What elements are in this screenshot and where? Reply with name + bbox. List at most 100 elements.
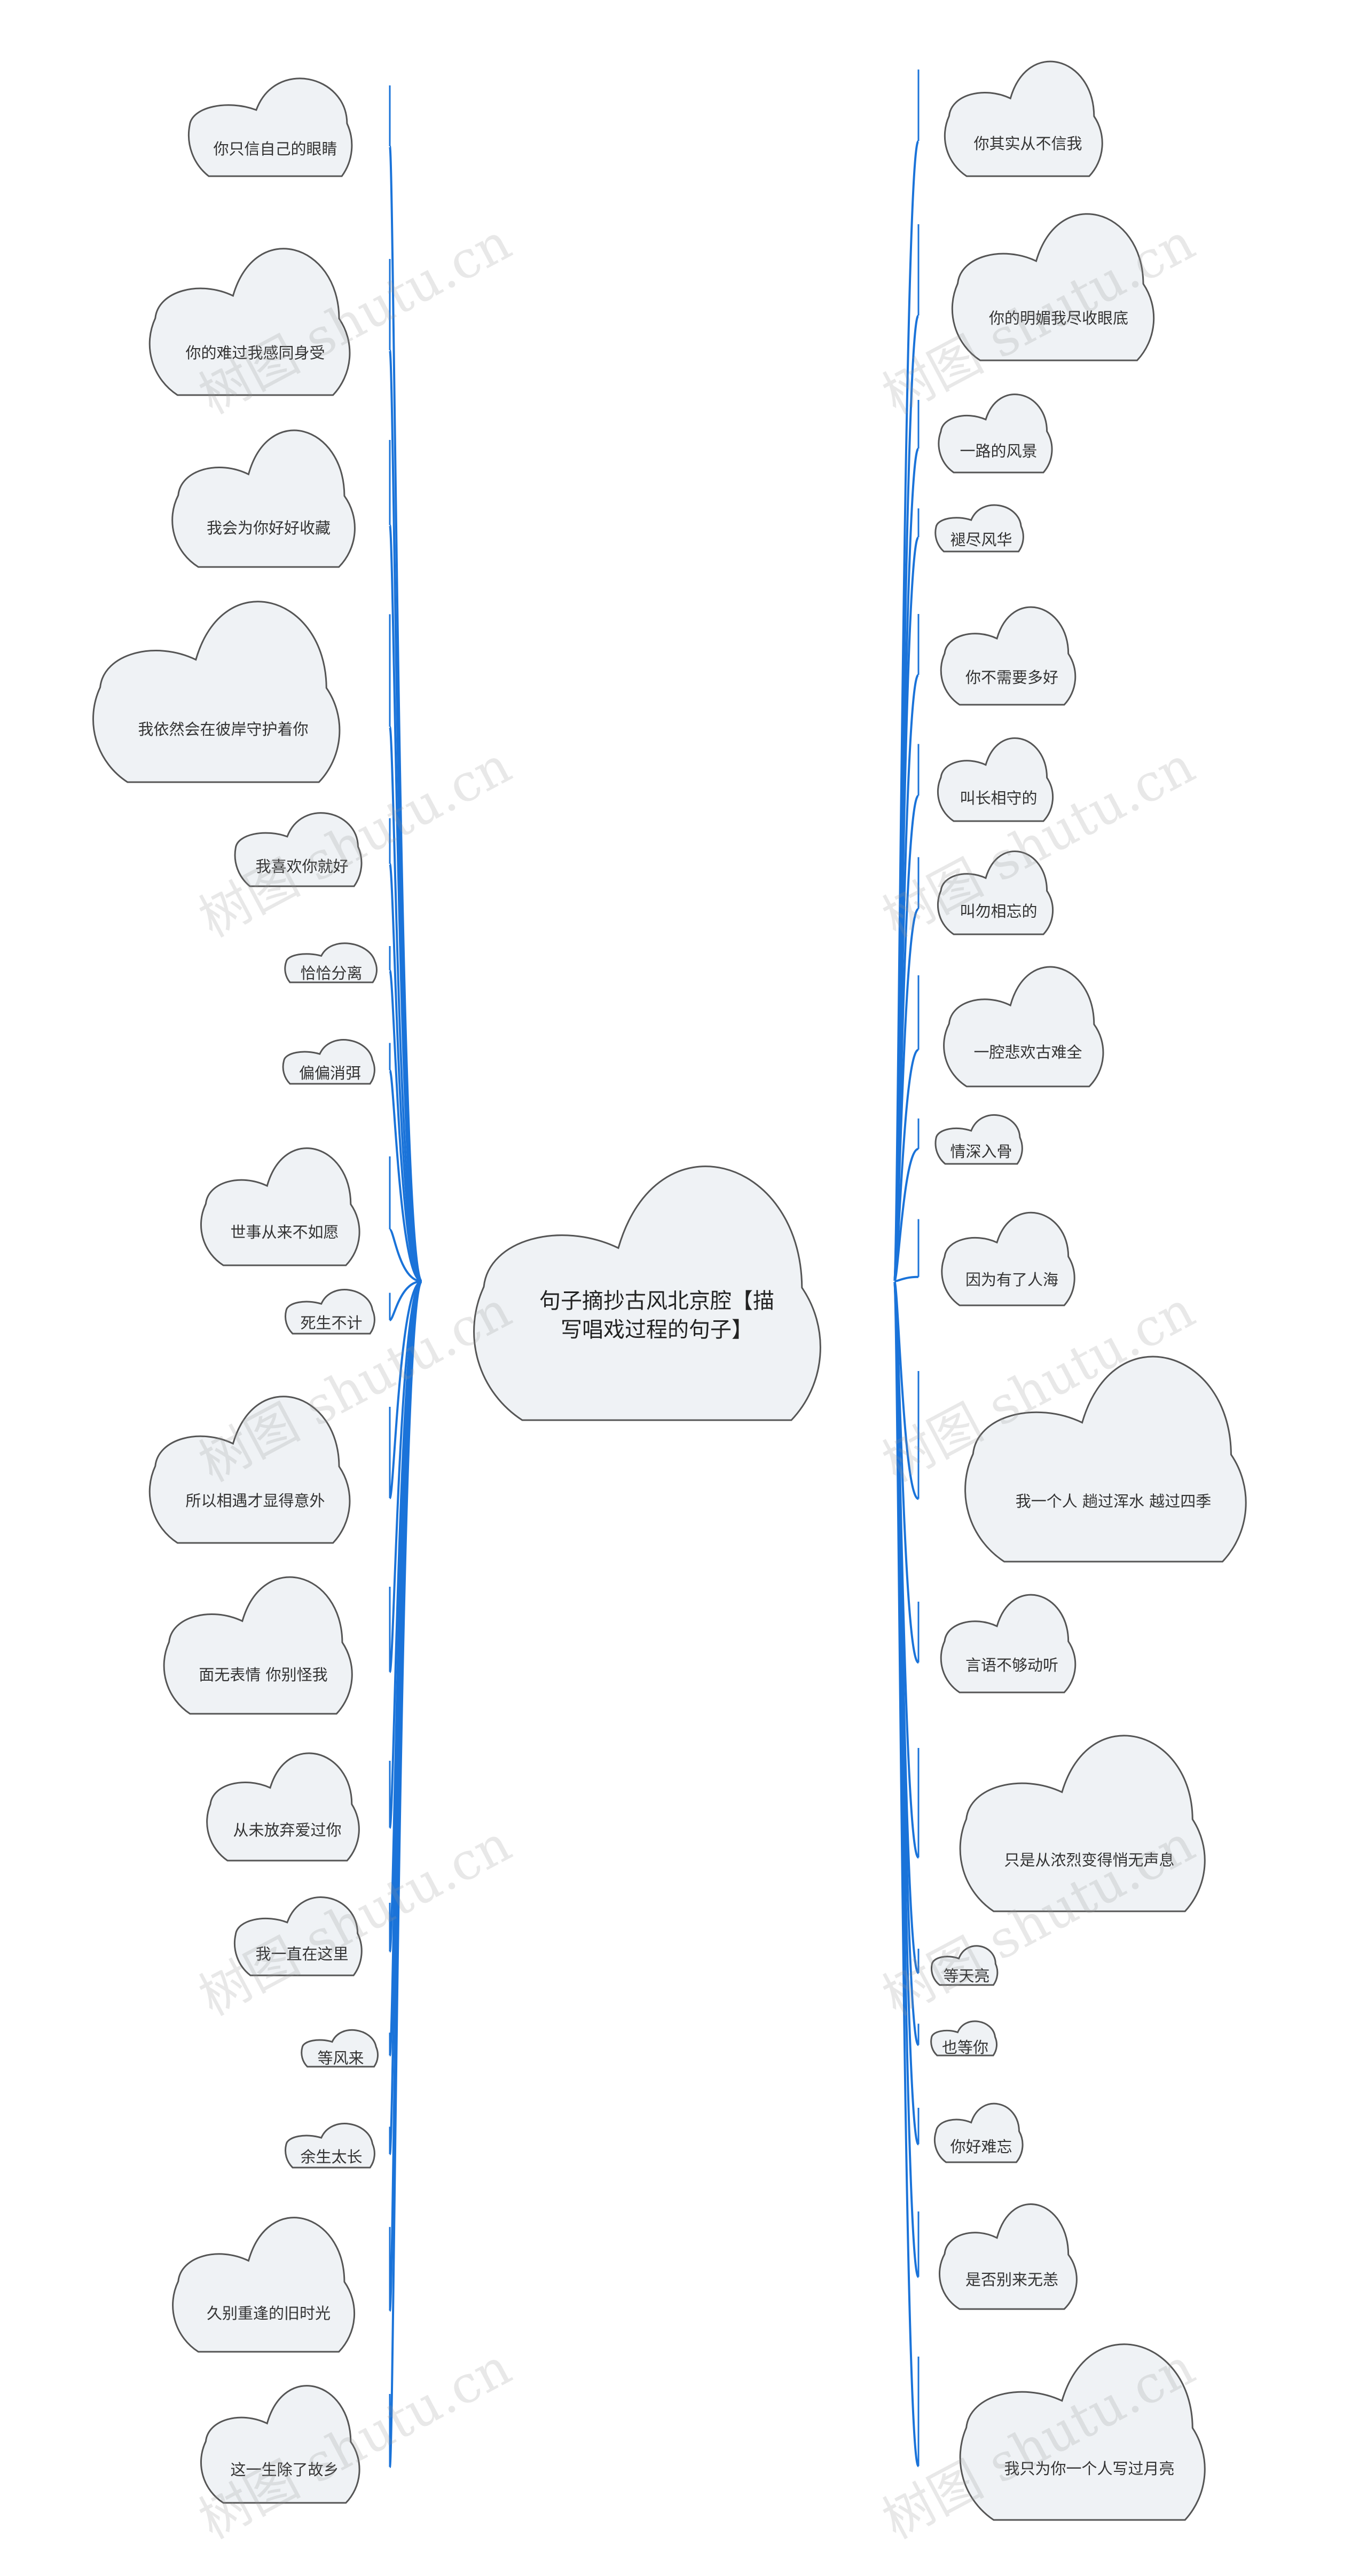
right-topic-9[interactable]: 情深入骨 [918,1110,1044,1165]
left-connector [389,1280,422,1321]
left-topic-3[interactable]: 我会为你好好收藏 [143,417,394,568]
right-topic-label: 叫长相守的 [960,789,1038,808]
left-topic-label: 所以相遇才显得意外 [185,1492,325,1510]
right-topic-8[interactable]: 一腔悲欢古难全 [918,956,1137,1088]
cloud-outline [964,1356,1247,1563]
right-topic-label: 你好难忘 [950,2138,1012,2156]
cloud-outline [951,213,1155,361]
cloud-outline [933,2102,1024,2163]
cloud-shape [931,1945,999,1986]
root-topic[interactable]: 句子摘抄古风北京腔【描 写唱戏过程的句子】 [417,1143,897,1421]
root-label: 句子摘抄古风北京腔【描 写唱戏过程的句子】 [417,1287,897,1344]
right-topic-4[interactable]: 褪尽风华 [918,501,1044,553]
cloud-shape [200,1147,360,1266]
right-topic-label: 你的明媚我尽收眼底 [988,309,1128,327]
cloud-outline [959,1735,1206,1912]
cloud-shape [959,1735,1206,1912]
left-topic-8[interactable]: 世事从来不如愿 [175,1137,394,1266]
right-topic-label: 情深入骨 [950,1143,1012,1161]
left-topic-4[interactable]: 我依然会在彼岸守护着你 [52,585,394,783]
left-topic-label: 我依然会在彼岸守护着你 [138,720,309,739]
cloud-shape [172,2217,356,2353]
right-topic-16[interactable]: 你好难忘 [918,2098,1044,2163]
cloud-outline [282,1039,375,1085]
right-topic-15[interactable]: 也等你 [918,2018,1012,2057]
right-topic-2[interactable]: 你的明媚我尽收眼底 [918,200,1199,361]
cloud-shape [941,1211,1075,1306]
right-topic-label: 叫勿相忘的 [960,902,1038,921]
cloud-shape [944,60,1103,177]
left-topic-label: 我一直在这里 [255,1945,349,1964]
right-topic-14[interactable]: 等天亮 [918,1942,1015,1986]
left-topic-10[interactable]: 所以相遇才显得意外 [116,1383,394,1544]
left-topic-11[interactable]: 面无表情 你别怪我 [132,1564,394,1715]
cloud-outline [163,1576,353,1715]
left-topic-label: 从未放弃爱过你 [233,1821,342,1840]
right-connector [894,1275,919,1282]
cloud-shape [943,966,1104,1088]
cloud-shape [959,2343,1206,2521]
root-line-2: 写唱戏过程的句子】 [561,1318,753,1342]
left-topic-label: 你的难过我感同身受 [185,344,325,362]
cloud-outline [285,2123,375,2169]
cloud-outline [937,737,1054,822]
right-topic-label: 也等你 [941,2038,988,2057]
right-topic-12[interactable]: 言语不够动听 [918,1586,1105,1693]
right-topic-13[interactable]: 只是从浓烈变得悄无声息 [918,1719,1260,1912]
left-connector [389,1280,422,1499]
left-connector [389,1280,422,1673]
left-topic-12[interactable]: 从未放弃爱过你 [180,1743,394,1862]
left-topic-14[interactable]: 等风来 [287,2027,394,2068]
cloud-shape [233,1896,363,1976]
right-topic-label: 言语不够动听 [965,1656,1058,1674]
right-topic-label: 你其实从不信我 [973,135,1082,153]
right-topic-label: 我一个人 趟过浑水 越过四季 [1015,1492,1212,1511]
left-topic-label: 死生不计 [300,1313,363,1332]
cloud-shape [937,850,1054,935]
left-connector [389,524,423,1282]
cloud-outline [285,1289,375,1335]
right-topic-label: 你不需要多好 [965,668,1058,687]
cloud-outline [200,1147,360,1266]
cloud-shape [285,2123,375,2169]
right-topic-6[interactable]: 叫长相守的 [918,730,1079,822]
right-topic-7[interactable]: 叫勿相忘的 [918,844,1079,935]
cloud-outline [233,1896,363,1976]
cloud-outline [148,248,351,396]
left-topic-9[interactable]: 死生不计 [269,1286,394,1335]
left-topic-16[interactable]: 久别重逢的旧时光 [143,2205,394,2353]
cloud-shape [301,2029,379,2068]
cloud-shape [938,393,1053,474]
cloud-shape [940,1594,1077,1693]
cloud-outline [148,1396,351,1544]
left-topic-1[interactable]: 你只信自己的眼睛 [156,69,394,177]
right-topic-10[interactable]: 因为有了人海 [918,1204,1105,1306]
left-topic-15[interactable]: 余生太长 [269,2120,394,2169]
left-topic-7[interactable]: 偏偏消弭 [266,1036,394,1085]
left-topic-label: 恰恰分离 [300,964,363,982]
left-topic-2[interactable]: 你的难过我感同身受 [116,235,394,396]
right-topic-1[interactable]: 你其实从不信我 [918,51,1137,177]
cloud-shape [937,737,1054,822]
right-topic-3[interactable]: 一路的风景 [918,387,1079,474]
right-topic-18[interactable]: 我只为你一个人写过月亮 [918,2328,1260,2521]
left-topic-6[interactable]: 恰恰分离 [269,940,394,983]
right-topic-5[interactable]: 你不需要多好 [918,598,1105,706]
cloud-outline [959,2343,1206,2521]
cloud-shape [234,812,363,887]
cloud-outline [473,1165,821,1421]
right-topic-11[interactable]: 我一个人 趟过浑水 越过四季 [918,1337,1308,1563]
cloud-shape [934,504,1024,553]
left-topic-5[interactable]: 我喜欢你就好 [210,806,394,887]
left-topic-13[interactable]: 我一直在这里 [210,1890,394,1976]
left-topic-17[interactable]: 这一生除了故乡 [175,2375,394,2504]
cloud-outline [171,429,356,568]
cloud-shape [951,213,1155,361]
right-topic-17[interactable]: 是否别来无恙 [918,2194,1105,2310]
cloud-shape [939,2203,1078,2310]
left-connector [389,349,423,1282]
cloud-outline [930,2020,998,2057]
left-topic-label: 这一生除了故乡 [230,2460,339,2479]
left-connector [389,1228,422,1282]
